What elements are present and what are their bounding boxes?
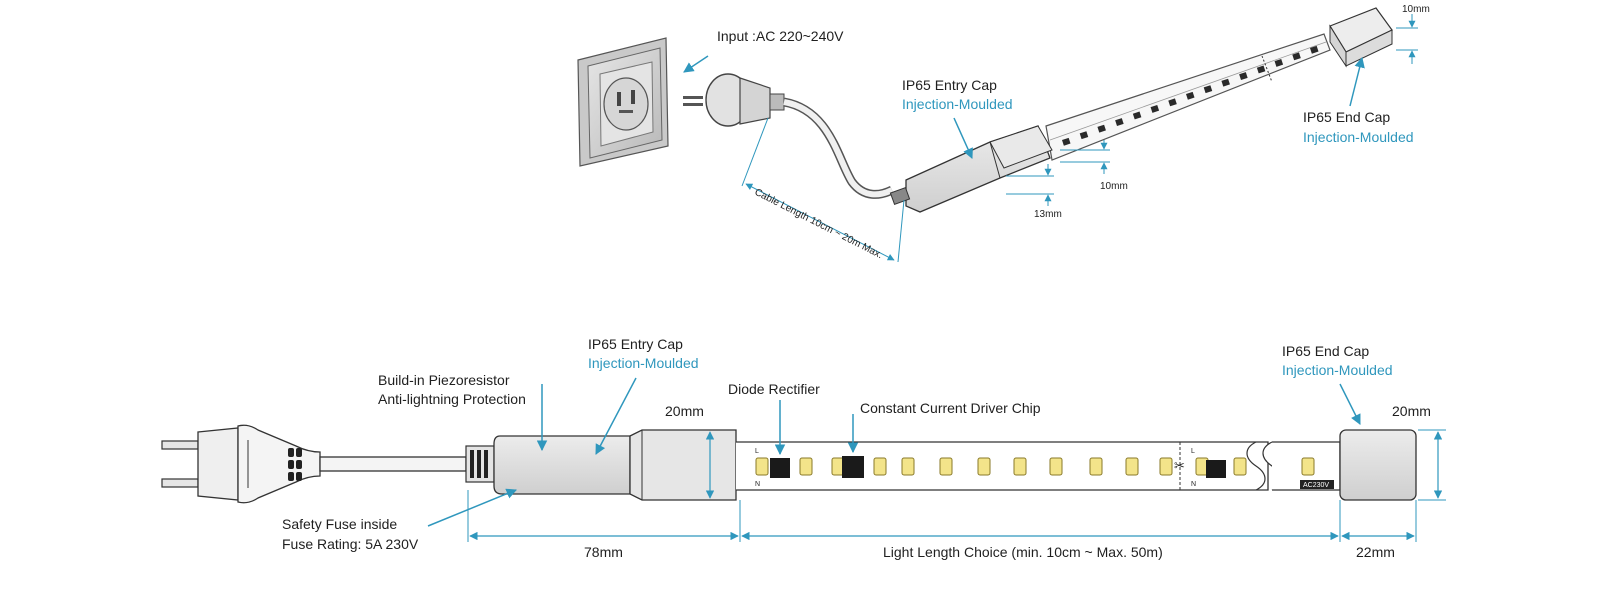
bottom-led-strip: ✂ L N L N AC230V bbox=[736, 441, 1341, 491]
plug-pin-top bbox=[161, 440, 199, 450]
height-left-label: 20mm bbox=[665, 403, 704, 419]
cable-length-label: Cable Length 10cm ~ 20m Max. bbox=[753, 187, 885, 261]
plug-pin-bottom bbox=[161, 478, 199, 488]
top-entry-cap bbox=[889, 125, 1053, 213]
pcb-n-label-2: N bbox=[1191, 481, 1196, 488]
input-label: Input :AC 220~240V bbox=[717, 28, 844, 44]
led-chip bbox=[1256, 65, 1266, 74]
led-chip bbox=[1132, 111, 1142, 120]
voltage-tag bbox=[1300, 480, 1334, 489]
led-chip bbox=[1221, 78, 1230, 87]
led-chip bbox=[977, 457, 991, 476]
top-end-cap-sub: Injection-Moulded bbox=[1303, 129, 1414, 145]
driver-chip-2 bbox=[1206, 460, 1226, 478]
dim-13mm-label: 13mm bbox=[1034, 209, 1062, 220]
wall-socket bbox=[577, 37, 669, 167]
led-chip bbox=[901, 457, 915, 476]
bottom-led-row bbox=[755, 457, 1315, 476]
input-arrow bbox=[683, 55, 709, 73]
led-chip bbox=[1159, 457, 1173, 476]
led-chip bbox=[1310, 45, 1319, 54]
len-light-label: Light Length Choice (min. 10cm ~ Max. 50… bbox=[883, 544, 1163, 560]
bottom-end-cap-sub: Injection-Moulded bbox=[1282, 362, 1393, 378]
led-chip bbox=[873, 457, 887, 476]
led-chip bbox=[1301, 457, 1315, 476]
led-chip bbox=[1089, 457, 1103, 476]
led-chip bbox=[1203, 85, 1213, 94]
bottom-plug bbox=[197, 424, 321, 504]
led-chip bbox=[799, 457, 813, 476]
dim-10mm-mid-label: 10mm bbox=[1100, 181, 1128, 192]
piezo-line2: Anti-lightning Protection bbox=[378, 391, 526, 407]
len-22-label: 22mm bbox=[1356, 544, 1395, 560]
voltage-tag-label: AC230V bbox=[1303, 482, 1329, 489]
driver-chip-label: Constant Current Driver Chip bbox=[860, 400, 1041, 416]
top-entry-cap-title: IP65 Entry Cap bbox=[902, 77, 997, 93]
bottom-entry-cap bbox=[493, 429, 737, 501]
led-chip bbox=[1233, 457, 1247, 476]
len-78-label: 78mm bbox=[584, 544, 623, 560]
led-chip bbox=[1125, 457, 1139, 476]
top-plug bbox=[683, 73, 785, 127]
led-chip bbox=[1239, 72, 1248, 80]
led-chip bbox=[1097, 124, 1106, 133]
top-led-row bbox=[1062, 45, 1319, 146]
bottom-cable bbox=[319, 456, 467, 472]
fuse-arrow bbox=[427, 488, 517, 527]
fuse-line2: Fuse Rating: 5A 230V bbox=[282, 536, 419, 552]
led-chip bbox=[1062, 137, 1071, 146]
pcb-l-label: L bbox=[755, 448, 759, 455]
top-end-cap bbox=[1329, 7, 1393, 68]
led-chip bbox=[1049, 457, 1063, 476]
led-chip bbox=[1150, 104, 1160, 113]
top-dim-13mm: 13mm bbox=[1006, 164, 1062, 220]
led-chip bbox=[1013, 457, 1027, 476]
led-chip bbox=[755, 457, 769, 476]
top-entry-cap-sub: Injection-Moulded bbox=[902, 96, 1013, 112]
top-dim-10mm-mid: 10mm bbox=[1060, 140, 1128, 192]
bottom-end-cap-arrow bbox=[1339, 383, 1361, 425]
height-dim-left: 20mm bbox=[665, 403, 715, 499]
bottom-entry-cap-sub: Injection-Moulded bbox=[588, 355, 699, 371]
bottom-diagram: ✂ L N L N AC230V Build-in Piezoresistor … bbox=[161, 336, 1446, 560]
cable-gland bbox=[465, 445, 495, 483]
pcb-n-label: N bbox=[755, 481, 760, 488]
piezo-line1: Build-in Piezoresistor bbox=[378, 372, 510, 388]
bottom-entry-cap-arrow bbox=[595, 377, 637, 455]
led-chip bbox=[939, 457, 953, 476]
diode-label: Diode Rectifier bbox=[728, 381, 820, 397]
top-led-tube bbox=[1045, 33, 1331, 161]
led-chip bbox=[1168, 98, 1177, 107]
led-chip bbox=[1274, 58, 1284, 67]
top-dim-10mm-right: 10mm bbox=[1396, 4, 1430, 64]
top-end-cap-arrow bbox=[1349, 56, 1365, 107]
fuse-line1: Safety Fuse inside bbox=[282, 516, 397, 532]
bottom-end-cap bbox=[1339, 429, 1417, 501]
led-chip bbox=[1079, 131, 1089, 140]
height-right-label: 20mm bbox=[1392, 403, 1431, 419]
led-chip bbox=[1185, 91, 1195, 100]
bottom-end-cap-title: IP65 End Cap bbox=[1282, 343, 1369, 359]
length-dims: 78mm Light Length Choice (min. 10cm ~ Ma… bbox=[467, 490, 1417, 560]
pcb-l-label-2: L bbox=[1191, 448, 1195, 455]
top-entry-cap-arrow bbox=[953, 117, 973, 159]
led-chip bbox=[1292, 52, 1301, 61]
rectifier-chip bbox=[770, 458, 790, 478]
led-chip bbox=[1115, 118, 1124, 126]
top-diagram: Input :AC 220~240V IP65 Entry Cap Inject… bbox=[577, 4, 1430, 263]
scissors-icon: ✂ bbox=[1174, 458, 1185, 473]
top-end-cap-title: IP65 End Cap bbox=[1303, 109, 1390, 125]
driver-chip bbox=[842, 456, 864, 478]
height-dim-right: 20mm bbox=[1392, 403, 1446, 501]
bottom-entry-cap-title: IP65 Entry Cap bbox=[588, 336, 683, 352]
dim-10mm-right-label: 10mm bbox=[1402, 4, 1430, 15]
